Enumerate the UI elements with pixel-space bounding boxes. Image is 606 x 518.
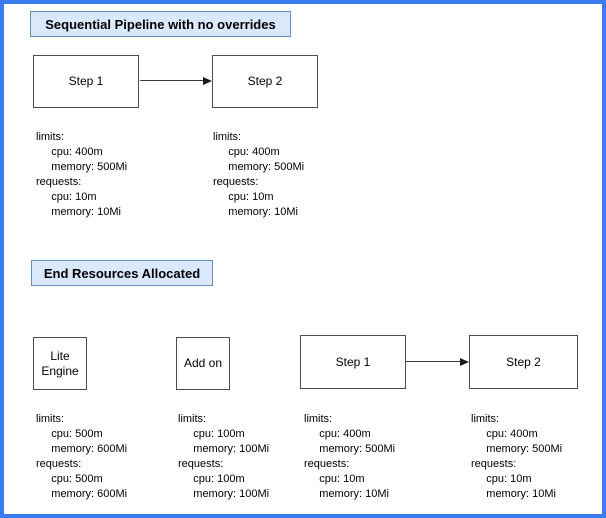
arrow-head-icon [203,77,212,85]
arrow-head-icon [460,358,469,366]
resources-step2-top: limits: cpu: 400m memory: 500Mi requests… [213,131,305,218]
resources-step1-bottom: limits: cpu: 400m memory: 500Mi requests… [304,413,396,500]
resources-lite-engine: limits: cpu: 500m memory: 600Mi requests… [36,413,128,500]
resources-add-on: limits: cpu: 100m memory: 100Mi requests… [178,413,270,500]
section-title-sequential-pipeline: Sequential Pipeline with no overrides [30,11,291,37]
arrow-shaft [406,361,461,363]
resources-step1-top: limits: cpu: 400m memory: 500Mi requests… [36,131,128,218]
connector-arrow-step1-to-step2-bottom [406,357,469,367]
node-add-on: Add on [176,337,230,390]
arrow-shaft [140,80,204,82]
connector-arrow-step1-to-step2-top [140,76,212,86]
section-title-end-resources-allocated: End Resources Allocated [31,260,213,286]
node-step1-top: Step 1 [33,55,139,108]
resources-step2-bottom: limits: cpu: 400m memory: 500Mi requests… [471,413,563,500]
node-step1-bottom: Step 1 [300,335,406,389]
node-lite-engine: Lite Engine [33,337,87,390]
node-step2-bottom: Step 2 [469,335,578,389]
node-step2-top: Step 2 [212,55,318,108]
